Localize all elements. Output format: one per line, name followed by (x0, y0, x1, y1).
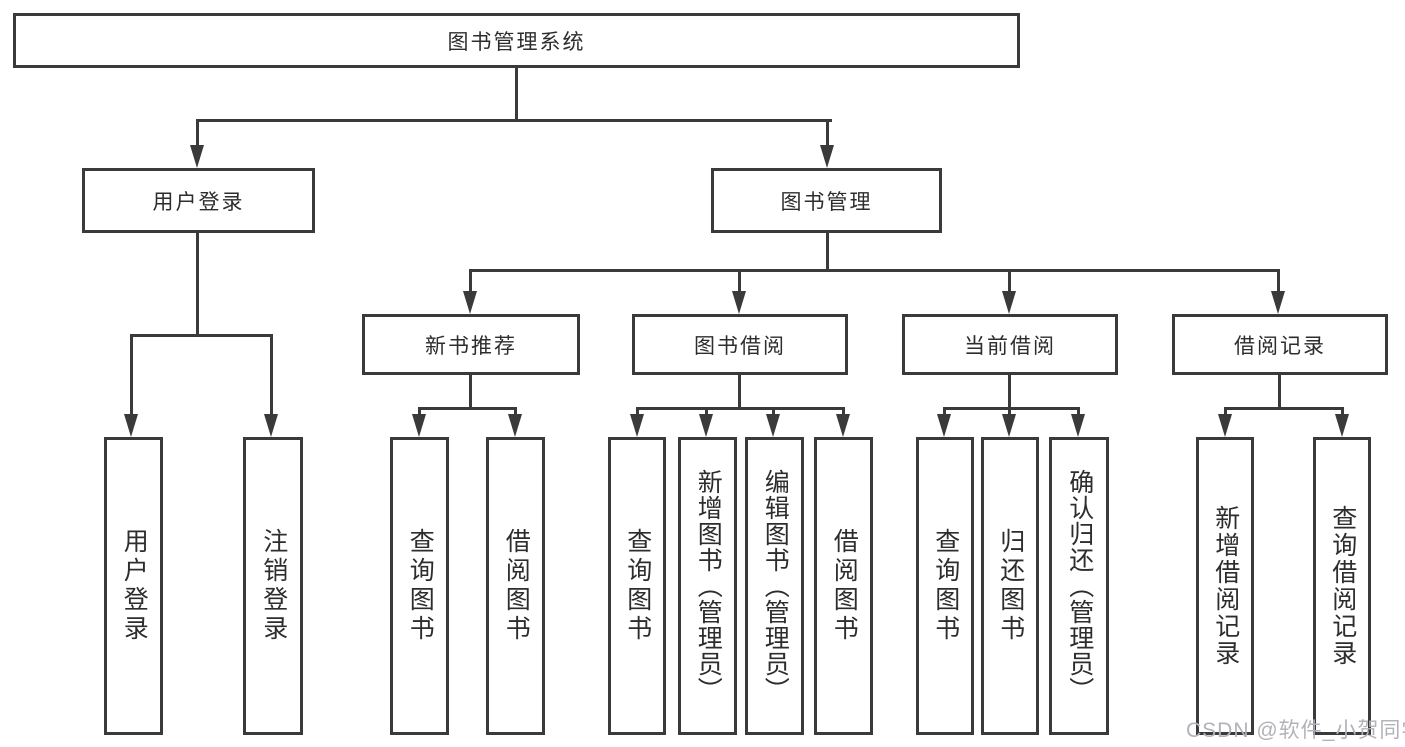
leaf-user-login: 用户登录 (104, 437, 163, 735)
connector-to-leaf-borrow-1 (514, 407, 517, 419)
node-user-login: 用户登录 (82, 168, 315, 233)
connector-level1-rail (196, 119, 832, 122)
connector-to-leaf-user-login (130, 334, 133, 417)
node-new-book-recommendation: 新书推荐 (362, 314, 580, 375)
node-borrowing-records: 借阅记录 (1172, 314, 1388, 375)
leaf-borrow-books-borrowing: 借阅图书 (814, 437, 873, 735)
arrow-down-leaf-add-book (699, 414, 713, 437)
leaf-add-borrowing-record: 新增借阅记录 (1196, 437, 1254, 735)
arrow-down-book-management (820, 145, 834, 168)
connector-to-user-login (196, 119, 199, 149)
arrow-down-leaf-user-login (124, 414, 138, 437)
connector-book-borrowing-rail (636, 407, 845, 410)
arrow-down-current-borrowing (1002, 291, 1016, 314)
connector-to-borrowing-records (1277, 269, 1280, 294)
leaf-query-books-borrowing: 查询图书 (608, 437, 666, 735)
arrow-down-leaf-logout (264, 414, 278, 437)
connector-to-leaf-borrow-2 (842, 407, 845, 419)
leaf-query-borrowing-record: 查询借阅记录 (1313, 437, 1371, 735)
connector-user-login-stem (196, 233, 199, 337)
connector-new-book-stem (469, 375, 472, 410)
connector-to-leaf-edit-book (772, 407, 775, 419)
connector-to-book-borrowing (738, 269, 741, 294)
leaf-borrow-books-recommend: 借阅图书 (486, 437, 545, 735)
connector-to-leaf-logout (270, 334, 273, 417)
leaf-edit-book-admin: 编辑图书（管理员） (745, 437, 804, 735)
connector-to-leaf-add-record (1224, 407, 1227, 419)
node-book-management-system: 图书管理系统 (13, 13, 1020, 68)
arrow-down-leaf-return-book (1002, 414, 1016, 437)
arrow-down-leaf-borrow-1 (508, 414, 522, 437)
arrow-down-leaf-query-3 (937, 414, 951, 437)
connector-to-new-book (469, 269, 472, 294)
arrow-down-leaf-add-record (1218, 414, 1232, 437)
arrow-down-user-login (190, 145, 204, 168)
leaf-query-books-recommend: 查询图书 (390, 437, 449, 735)
leaf-logout: 注销登录 (243, 437, 303, 735)
node-book-management: 图书管理 (711, 168, 942, 233)
arrow-down-leaf-confirm-return (1071, 414, 1085, 437)
node-book-borrowing: 图书借阅 (632, 314, 848, 375)
connector-root-stem (515, 68, 518, 121)
arrow-down-borrowing-records (1271, 291, 1285, 314)
connector-book-borrowing-stem (738, 375, 741, 410)
connector-current-borrowing-stem (1008, 375, 1011, 410)
connector-new-book-rail (418, 407, 517, 410)
connector-user-login-rail (130, 334, 273, 337)
connector-to-leaf-query-3 (943, 407, 946, 419)
arrow-down-new-book (463, 291, 477, 314)
connector-book-management-rail (469, 269, 1280, 272)
connector-borrowing-records-stem (1278, 375, 1281, 410)
connector-borrowing-records-rail (1224, 407, 1344, 410)
node-current-borrowing: 当前借阅 (902, 314, 1118, 375)
arrow-down-leaf-query-2 (630, 414, 644, 437)
connector-to-leaf-add-book (705, 407, 708, 419)
connector-to-leaf-confirm-return (1077, 407, 1080, 419)
arrow-down-leaf-borrow-2 (836, 414, 850, 437)
connector-to-leaf-query-1 (418, 407, 421, 419)
leaf-return-book: 归还图书 (981, 437, 1039, 735)
arrow-down-leaf-query-1 (412, 414, 426, 437)
connector-current-borrowing-rail (943, 407, 1080, 410)
connector-to-current-borrowing (1008, 269, 1011, 294)
leaf-confirm-return-admin: 确认归还（管理员） (1049, 437, 1109, 735)
connector-book-management-stem (826, 233, 829, 271)
connector-to-leaf-query-2 (636, 407, 639, 419)
csdn-watermark: CSDN @软件_小贺同学 (1186, 719, 1405, 742)
leaf-add-book-admin: 新增图书（管理员） (678, 437, 737, 735)
connector-to-leaf-query-record (1341, 407, 1344, 419)
connector-to-leaf-return-book (1008, 407, 1011, 419)
leaf-query-books-current: 查询图书 (916, 437, 974, 735)
arrow-down-book-borrowing (732, 291, 746, 314)
connector-to-book-management (826, 119, 829, 149)
arrow-down-leaf-query-record (1335, 414, 1349, 437)
arrow-down-leaf-edit-book (766, 414, 780, 437)
